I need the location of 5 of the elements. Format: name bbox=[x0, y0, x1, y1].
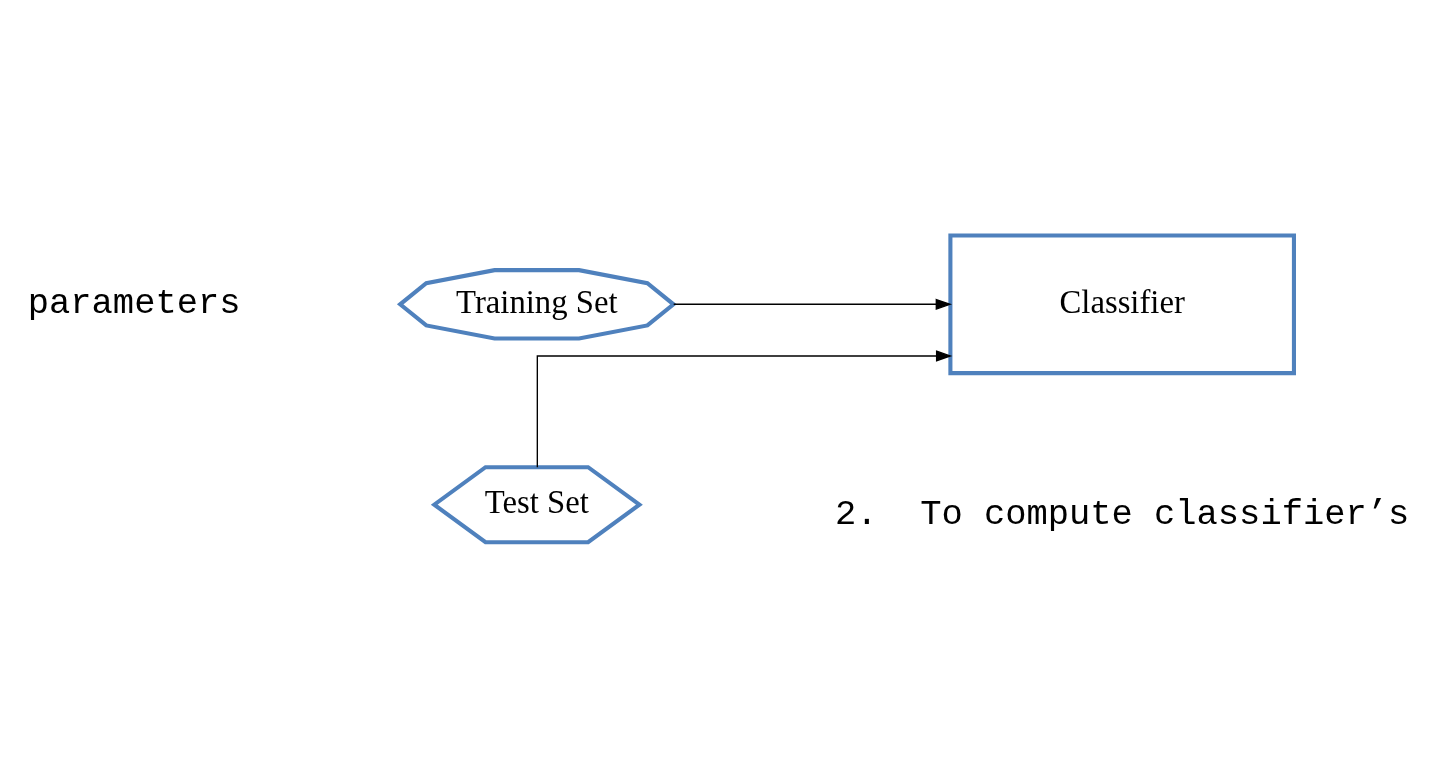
label: parameters bbox=[27, 282, 241, 324]
arrow bbox=[673, 298, 952, 310]
arrow bbox=[536, 349, 953, 468]
node-box: Classifier bbox=[948, 232, 1296, 375]
label: 2. To compute classifier’s bbox=[835, 493, 1410, 535]
